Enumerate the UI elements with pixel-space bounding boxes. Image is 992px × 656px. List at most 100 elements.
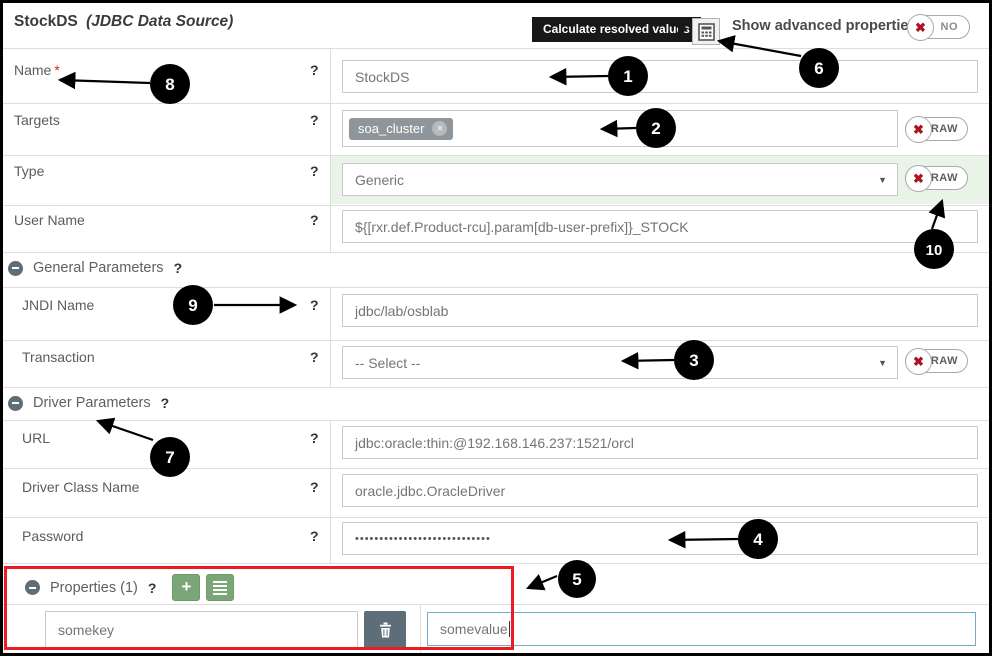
calculate-resolved-values-tooltip: Calculate resolved values	[532, 17, 701, 42]
jndi-name-help-icon[interactable]: ?	[310, 297, 319, 313]
badge-number: 9	[188, 296, 197, 315]
badge-number: 7	[165, 448, 174, 467]
annotation-arrow-5	[525, 573, 558, 591]
bulk-edit-properties-button[interactable]	[206, 574, 235, 601]
targets-input[interactable]: soa_cluster ✕	[342, 110, 898, 147]
annotation-badge-5	[558, 560, 596, 598]
delete-property-button[interactable]	[364, 611, 406, 648]
password-label: Password	[22, 528, 84, 544]
name-label: Name*	[14, 62, 60, 78]
transaction-help-icon[interactable]: ?	[310, 349, 319, 365]
target-tag-label: soa_cluster	[358, 120, 425, 136]
tooltip-pointer	[678, 22, 688, 36]
type-raw-toggle[interactable]: ✖ RAW	[905, 165, 968, 192]
targets-raw-toggle[interactable]: ✖ RAW	[905, 116, 968, 143]
jndi-name-label: JNDI Name	[22, 297, 95, 313]
divider	[0, 103, 992, 104]
divider	[0, 563, 992, 564]
badge-number: 8	[165, 75, 174, 94]
toggle-knob-x-icon: ✖	[905, 165, 932, 192]
chevron-down-icon: ▼	[878, 174, 887, 185]
transaction-raw-toggle[interactable]: ✖ RAW	[905, 348, 968, 375]
trash-icon	[379, 622, 391, 637]
type-help-icon[interactable]: ?	[310, 163, 319, 179]
toggle-knob-x-icon: ✖	[905, 348, 932, 375]
divider	[0, 205, 992, 206]
raw-label: RAW	[930, 172, 958, 184]
general-parameters-help-icon[interactable]: ?	[173, 260, 183, 276]
collapse-section-icon[interactable]	[8, 395, 23, 411]
divider	[0, 604, 992, 605]
divider	[0, 387, 992, 388]
annotation-badge-8	[150, 64, 190, 104]
show-advanced-properties-toggle[interactable]: ✖ NO	[907, 14, 970, 41]
type-selected-value: Generic	[355, 171, 405, 188]
divider	[0, 420, 992, 421]
driver-parameters-help-icon[interactable]: ?	[160, 395, 170, 411]
driver-class-name-label: Driver Class Name	[22, 479, 140, 495]
user-name-label: User Name	[14, 212, 85, 228]
annotation-arrow-8	[57, 71, 151, 90]
property-key-input[interactable]: somekey	[45, 611, 358, 648]
name-input[interactable]: StockDS	[342, 60, 978, 93]
property-value-input[interactable]: somevalue	[427, 612, 976, 646]
list-icon	[213, 580, 228, 595]
driver-parameters-title: Driver Parameters	[33, 395, 151, 411]
text-cursor	[508, 621, 510, 637]
password-input[interactable]: ••••••••••••••••••••••••••••	[342, 522, 978, 555]
annotation-arrow-7	[95, 417, 154, 442]
divider	[0, 517, 992, 518]
required-asterisk: *	[54, 62, 60, 78]
targets-label: Targets	[14, 112, 60, 128]
driver-parameters-section: Driver Parameters ?	[8, 395, 169, 411]
chevron-down-icon: ▼	[878, 357, 887, 368]
divider	[0, 155, 992, 156]
type-select[interactable]: Generic ▼	[342, 163, 898, 196]
badge-number: 10	[926, 242, 943, 259]
user-name-input[interactable]: ${[rxr.def.Product-rcu].param[db-user-pr…	[342, 210, 978, 243]
driver-class-name-help-icon[interactable]: ?	[310, 479, 319, 495]
targets-help-icon[interactable]: ?	[310, 112, 319, 128]
calculator-icon	[697, 22, 715, 41]
url-input[interactable]: jdbc:oracle:thin:@192.168.146.237:1521/o…	[342, 426, 978, 459]
label-column-divider	[330, 48, 331, 252]
toggle-state-label: NO	[940, 21, 958, 33]
properties-column-divider	[420, 604, 421, 653]
divider	[0, 468, 992, 469]
plus-icon: +	[181, 577, 192, 596]
remove-target-icon[interactable]: ✕	[432, 120, 448, 136]
transaction-select[interactable]: -- Select -- ▼	[342, 346, 898, 379]
name-help-icon[interactable]: ?	[310, 62, 319, 78]
label-column-divider	[330, 420, 331, 563]
collapse-section-icon[interactable]	[25, 580, 40, 595]
transaction-label: Transaction	[22, 349, 95, 365]
toggle-knob-x-icon: ✖	[905, 116, 932, 143]
transaction-selected-value: -- Select --	[355, 354, 421, 371]
label-column-divider	[330, 287, 331, 387]
divider	[0, 340, 992, 341]
calculate-resolved-values-button[interactable]	[692, 18, 720, 45]
annotation-badge-7	[150, 437, 190, 477]
property-value-text: somevalue	[440, 621, 508, 637]
target-tag: soa_cluster ✕	[349, 117, 454, 140]
divider	[0, 252, 992, 253]
jndi-name-input[interactable]: jdbc/lab/osblab	[342, 294, 978, 327]
datasource-name: StockDS	[14, 13, 78, 30]
properties-help-icon[interactable]: ?	[147, 579, 157, 596]
divider	[0, 287, 992, 288]
password-help-icon[interactable]: ?	[310, 528, 319, 544]
toggle-knob-x-icon: ✖	[907, 14, 934, 41]
user-name-help-icon[interactable]: ?	[310, 212, 319, 228]
type-label: Type	[14, 163, 45, 179]
url-help-icon[interactable]: ?	[310, 430, 319, 446]
page-title: StockDS (JDBC Data Source)	[14, 13, 233, 31]
driver-class-name-input[interactable]: oracle.jdbc.OracleDriver	[342, 474, 978, 507]
raw-label: RAW	[930, 123, 958, 135]
url-label: URL	[22, 430, 51, 446]
add-property-button[interactable]: +	[172, 574, 201, 601]
collapse-section-icon[interactable]	[8, 260, 23, 276]
properties-title: Properties (1)	[50, 579, 138, 596]
datasource-type-subtitle: (JDBC Data Source)	[86, 13, 234, 30]
